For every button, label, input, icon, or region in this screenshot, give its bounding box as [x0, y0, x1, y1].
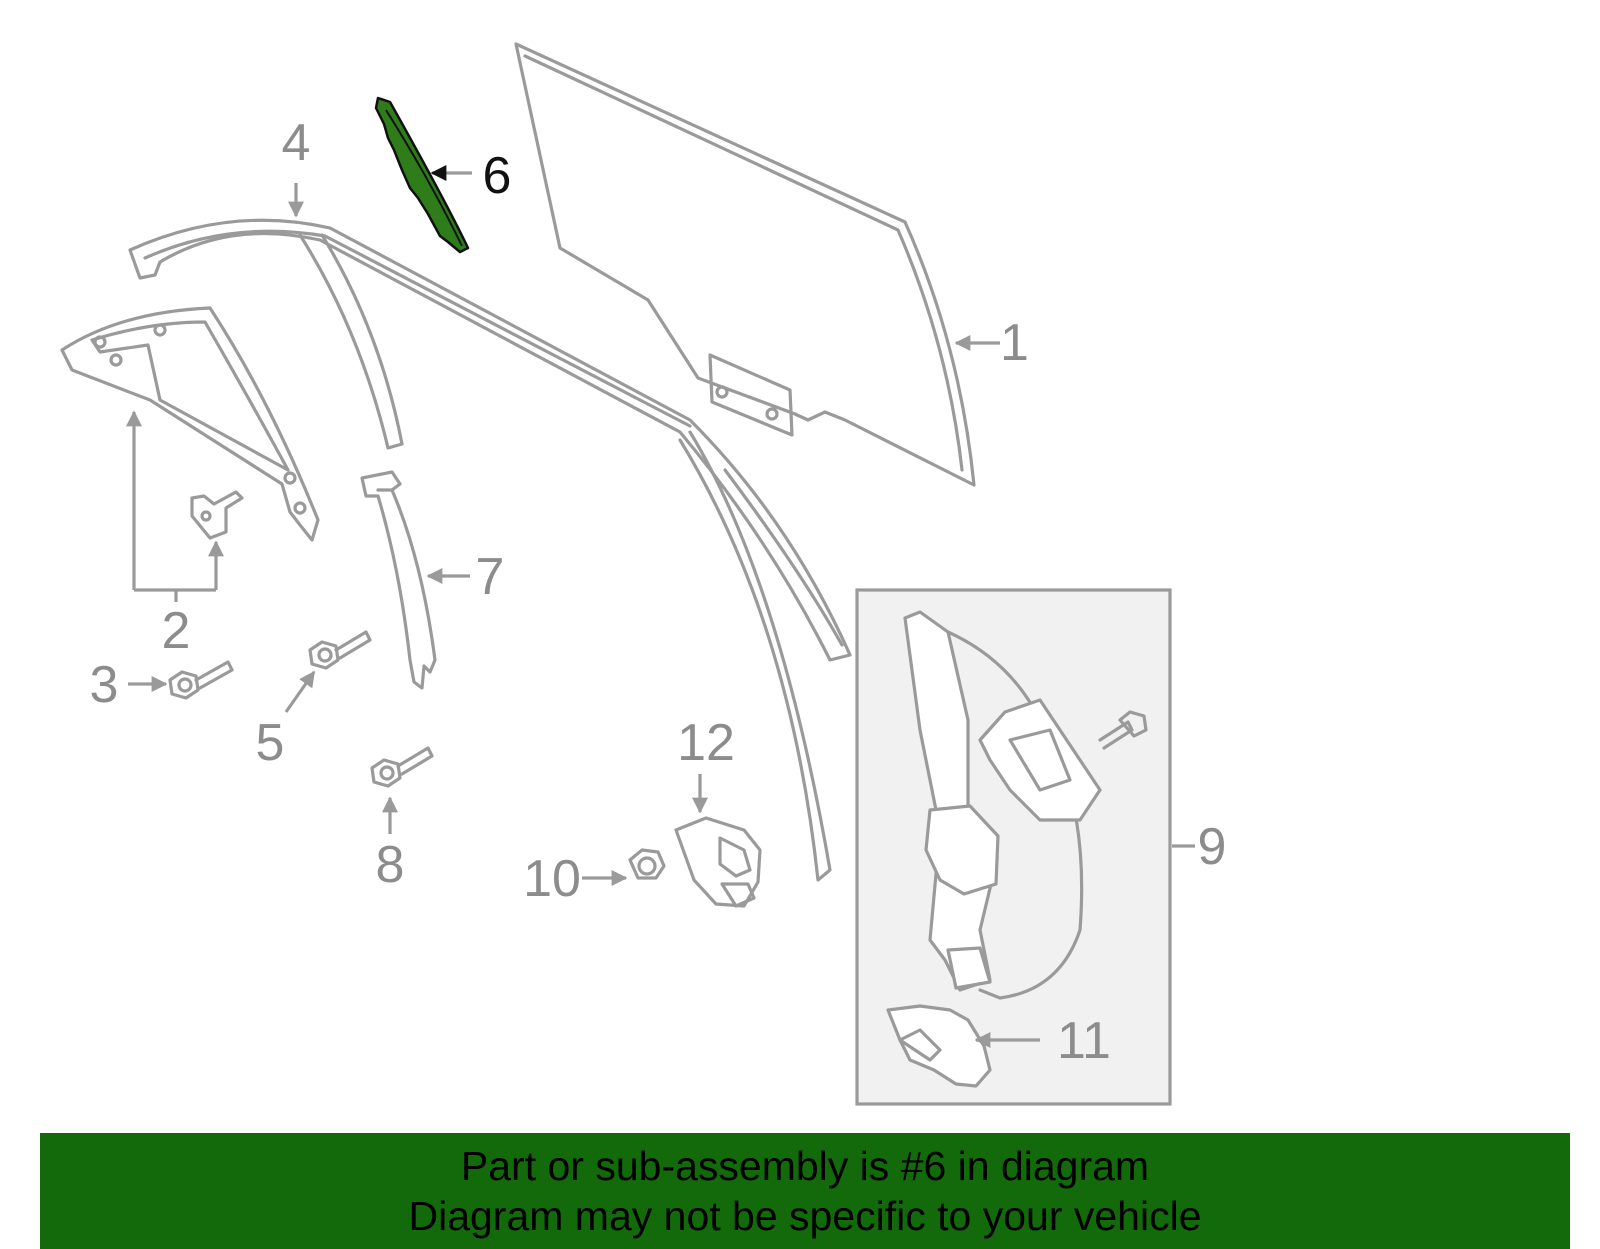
callout-8: 8: [376, 836, 405, 894]
callout-labels: 1 2 3 4 5 6 7 8 9 10 11 12: [90, 114, 1227, 1070]
callout-2: 2: [162, 602, 191, 660]
rear-channel-part[interactable]: [360, 470, 437, 690]
bolt-8[interactable]: [370, 746, 434, 788]
motor-12[interactable]: [674, 816, 762, 908]
callout-10: 10: [523, 850, 581, 908]
leader-lines: [126, 165, 1195, 1048]
bolt-3[interactable]: [168, 660, 234, 700]
callout-5: 5: [256, 714, 285, 772]
bracket-part[interactable]: [190, 490, 244, 540]
bolt-5[interactable]: [308, 630, 372, 670]
callout-12: 12: [677, 714, 735, 772]
quarter-window-part[interactable]: [60, 306, 320, 542]
callout-11: 11: [1057, 1012, 1111, 1070]
highlighted-part-6[interactable]: [374, 96, 470, 254]
callout-4: 4: [282, 114, 311, 172]
window-regulator-part[interactable]: [903, 610, 1148, 1000]
door-glass-part[interactable]: [514, 42, 976, 487]
callout-1: 1: [1000, 314, 1029, 372]
nut-10[interactable]: [628, 848, 666, 880]
callout-3: 3: [90, 656, 119, 714]
banner-line-disclaimer: Diagram may not be specific to your vehi…: [408, 1193, 1202, 1239]
run-channel-part[interactable]: [128, 218, 852, 882]
callout-9: 9: [1198, 818, 1227, 876]
motor-11[interactable]: [886, 1004, 992, 1088]
info-banner: Part or sub-assembly is #6 in diagram Di…: [40, 1133, 1570, 1249]
callout-6-highlighted: 6: [483, 147, 512, 205]
callout-7: 7: [476, 548, 505, 606]
banner-line-part-number: Part or sub-assembly is #6 in diagram: [460, 1143, 1150, 1189]
